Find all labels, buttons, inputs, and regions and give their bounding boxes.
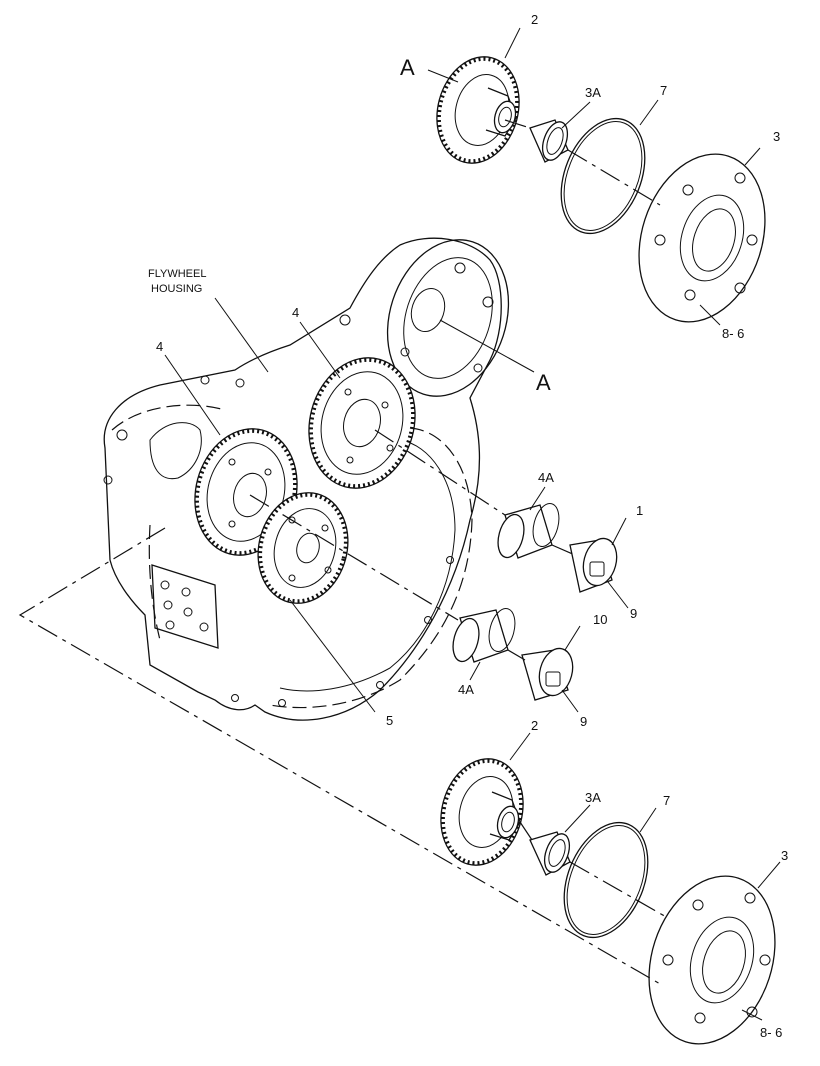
label-flywheel-line1: FLYWHEEL bbox=[148, 268, 206, 280]
gear-4-right bbox=[308, 357, 416, 489]
label-shaft-10: 10 bbox=[593, 612, 607, 627]
top-gear-2 bbox=[436, 56, 520, 164]
top-oring-7 bbox=[560, 117, 646, 235]
label-bottom-bolts-8-6: 8- 6 bbox=[760, 1025, 782, 1040]
leader-lines bbox=[164, 27, 781, 1021]
label-ref-a-top: A bbox=[400, 55, 415, 80]
label-shaft-1: 1 bbox=[636, 503, 643, 518]
label-nut-9-upper: 9 bbox=[630, 606, 637, 621]
bottom-bearing-3A bbox=[529, 831, 571, 876]
label-ref-a-housing: A bbox=[536, 370, 551, 395]
top-cover-3 bbox=[638, 153, 766, 323]
label-sleeve-4A-lower: 4A bbox=[458, 682, 474, 697]
shaft-10 bbox=[521, 647, 574, 701]
bottom-cover-3 bbox=[648, 875, 776, 1045]
shaft-1 bbox=[569, 537, 618, 593]
label-flywheel-line2: HOUSING bbox=[151, 283, 202, 295]
callout-labels: 2 A 3A 7 3 8- 6 A FLYWHEEL HOUSING 4 4 4… bbox=[148, 12, 788, 1040]
bottom-gear-2 bbox=[440, 758, 524, 866]
label-bottom-oring-7: 7 bbox=[663, 793, 670, 808]
sleeve-4A-upper bbox=[497, 503, 560, 559]
label-sleeve-4A-upper: 4A bbox=[538, 470, 554, 485]
label-bottom-cover-3: 3 bbox=[781, 848, 788, 863]
label-top-cover-3: 3 bbox=[773, 129, 780, 144]
idler-gear-5 bbox=[257, 492, 349, 604]
label-bottom-bearing-3A: 3A bbox=[585, 790, 601, 805]
sleeve-4A-lower bbox=[452, 608, 516, 663]
label-idler-gear-5: 5 bbox=[386, 713, 393, 728]
label-top-oring-7: 7 bbox=[660, 83, 667, 98]
label-nut-9-lower: 9 bbox=[580, 714, 587, 729]
bottom-oring-7 bbox=[563, 821, 649, 939]
label-bottom-gear-2: 2 bbox=[531, 718, 538, 733]
label-top-gear-2: 2 bbox=[531, 12, 538, 27]
label-top-bolts-8-6: 8- 6 bbox=[722, 326, 744, 341]
top-bearing-3A bbox=[529, 119, 569, 163]
label-top-bearing-3A: 3A bbox=[585, 85, 601, 100]
label-gear-4-right: 4 bbox=[292, 305, 299, 320]
label-gear-4-left: 4 bbox=[156, 339, 163, 354]
assembly-lines bbox=[18, 119, 669, 986]
